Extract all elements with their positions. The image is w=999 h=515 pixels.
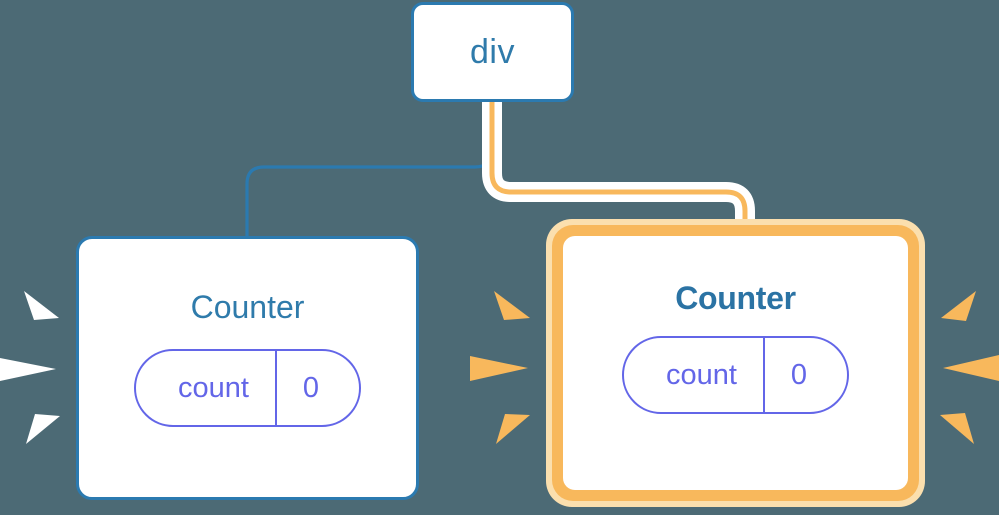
state-value-cell: 0 xyxy=(277,351,359,425)
burst-ray-white-bottom xyxy=(26,414,60,444)
burst-counter-left xyxy=(0,291,60,444)
state-value-counter-right: 0 xyxy=(790,358,808,391)
state-value-counter-left: 0 xyxy=(302,371,320,404)
burst-ray-white-top xyxy=(24,291,59,320)
node-div-label: div xyxy=(470,33,515,71)
state-name-cell: count xyxy=(136,351,277,425)
state-name-counter-right: count xyxy=(665,358,737,391)
edge-div-to-counter-right-halo xyxy=(482,90,755,246)
node-div[interactable]: div xyxy=(411,2,574,102)
burst-ray-amber-right-bottom xyxy=(940,413,974,444)
node-counter-left[interactable]: Counter count 0 xyxy=(76,236,419,500)
burst-ray-white-middle xyxy=(0,358,56,381)
node-counter-right-card: Counter count 0 xyxy=(563,236,908,490)
burst-ray-amber-right-middle xyxy=(943,355,999,381)
state-pill-counter-left: count 0 xyxy=(133,349,362,427)
state-pill-counter-right: count 0 xyxy=(621,336,850,414)
edge-div-to-counter-left xyxy=(245,101,494,242)
burst-ray-amber-left-top xyxy=(494,291,530,320)
state-name-counter-left: count xyxy=(177,371,249,404)
node-counter-left-label: Counter xyxy=(190,289,305,325)
burst-counter-right-left xyxy=(470,291,530,444)
burst-ray-amber-left-middle xyxy=(470,356,528,381)
state-value-cell: 0 xyxy=(765,338,847,412)
node-counter-right[interactable]: Counter count 0 xyxy=(546,219,925,507)
edge-div-to-counter-right xyxy=(489,97,748,239)
burst-counter-right-right xyxy=(940,291,999,444)
burst-ray-amber-right-top xyxy=(941,291,976,321)
state-name-cell: count xyxy=(624,338,765,412)
node-counter-right-label: Counter xyxy=(675,280,796,316)
burst-ray-amber-left-bottom xyxy=(496,414,530,444)
